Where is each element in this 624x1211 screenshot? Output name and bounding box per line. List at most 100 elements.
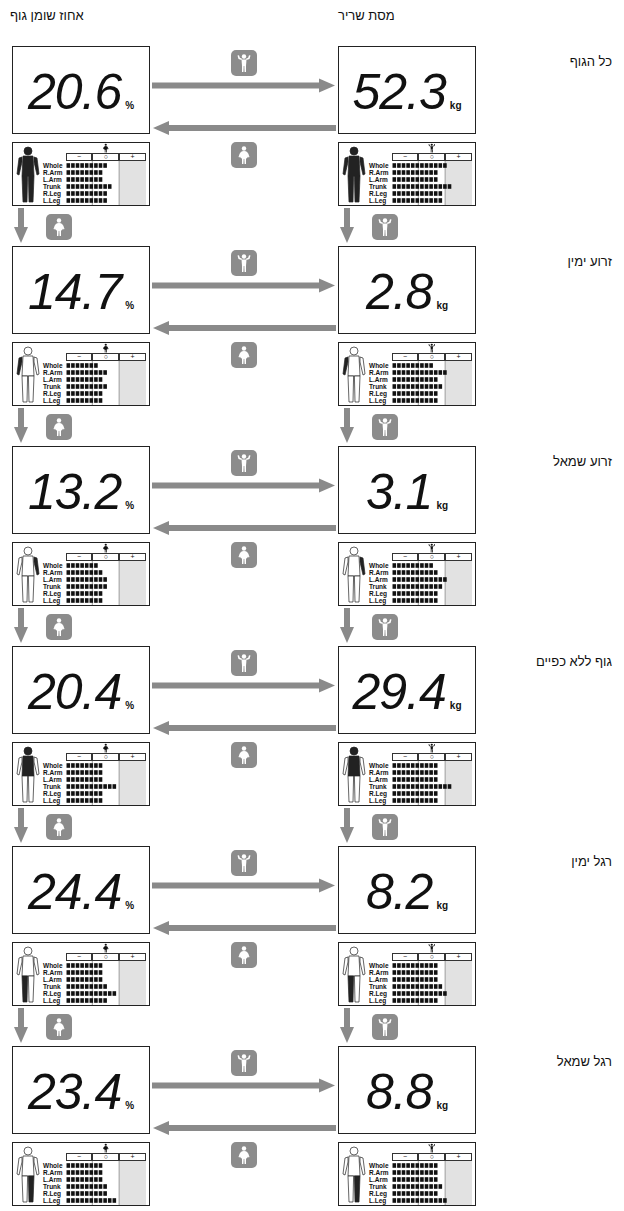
- bar-segment: [420, 998, 424, 1003]
- label-slot: אחוז שומן גוף: [10, 6, 84, 24]
- scale-header: −○+: [392, 753, 472, 761]
- bar-segment: [80, 370, 84, 375]
- scale-mark: ○: [418, 953, 445, 961]
- bar-segment: [76, 798, 80, 803]
- button-face: [231, 850, 257, 876]
- bar-segment: [76, 770, 80, 775]
- flow-arrow: [165, 1125, 336, 1131]
- bar-segment: [429, 770, 433, 775]
- lcd-display: 24.4%: [12, 846, 150, 934]
- bar-segment: [439, 984, 443, 989]
- bar-segment: [429, 377, 433, 382]
- bar-segment: [90, 991, 94, 996]
- bar-segment: [71, 1184, 75, 1189]
- bar-segment: [406, 198, 410, 203]
- bar-segment: [434, 1191, 438, 1196]
- segment-panel: WholeR.ArmL.ArmTrunkR.LegL.Leg−○+: [338, 742, 476, 806]
- bar-segment: [76, 970, 80, 975]
- bar-segment: [85, 163, 89, 168]
- bar-segment: [67, 1184, 71, 1189]
- figure-head: [24, 1147, 32, 1155]
- bar-segment: [85, 1163, 89, 1168]
- bar-segment: [67, 570, 71, 575]
- bar-segment: [434, 784, 438, 789]
- bar-segment: [434, 1170, 438, 1175]
- button-figure: [238, 454, 251, 472]
- bar-segment: [71, 784, 75, 789]
- button-figure: [379, 218, 392, 236]
- bar-segment: [429, 163, 433, 168]
- bar-segment: [406, 598, 410, 603]
- segment-label: R.Leg: [43, 790, 61, 797]
- button-figure: [239, 946, 250, 964]
- segment-label: Whole: [43, 562, 63, 569]
- segment-label: R.Arm: [369, 569, 389, 576]
- segment-label: R.Leg: [369, 190, 387, 197]
- bar-segment: [94, 391, 98, 396]
- bar-segment: [429, 1170, 433, 1175]
- bar-segment: [416, 970, 420, 975]
- button-icon: [372, 614, 398, 640]
- bar-segment: [94, 1177, 98, 1182]
- bar-segment: [80, 991, 84, 996]
- button-icon: [46, 414, 72, 440]
- segment-label-column: WholeR.ArmL.ArmTrunkR.LegL.Leg: [369, 1162, 389, 1204]
- bar-segment: [393, 370, 397, 375]
- bar-segment: [406, 363, 410, 368]
- segment-label: L.Arm: [369, 376, 388, 383]
- bar-segment: [443, 370, 447, 375]
- bar-segment: [429, 598, 433, 603]
- bar-segment: [94, 363, 98, 368]
- bar-segment: [443, 184, 447, 189]
- figure-part: [22, 956, 34, 976]
- bar-segment: [76, 991, 80, 996]
- bar-segment: [94, 1184, 98, 1189]
- bar-segment: [67, 163, 71, 168]
- segment-label: R.Arm: [369, 969, 389, 976]
- button-icon: [231, 1050, 257, 1076]
- bar-segment: [99, 984, 103, 989]
- bar-segment: [425, 391, 429, 396]
- bar-segment: [71, 1177, 75, 1182]
- scale-line: [119, 361, 120, 405]
- bar-segment: [416, 977, 420, 982]
- button-icon: [231, 542, 257, 568]
- bar-segment: [85, 1170, 89, 1175]
- bar-segment: [416, 163, 420, 168]
- bar-segment: [76, 784, 80, 789]
- bar-segment: [420, 591, 424, 596]
- figure-part: [360, 557, 365, 575]
- bar-segment: [429, 791, 433, 796]
- bar-segment: [434, 798, 438, 803]
- readout: 3.1kg: [366, 467, 448, 517]
- segment-label: R.Arm: [369, 369, 389, 376]
- label-slot: רגל שמאל: [557, 1052, 612, 1070]
- readout: 14.7%: [28, 267, 134, 317]
- bar-segment: [425, 598, 429, 603]
- bar-segment: [90, 1163, 94, 1168]
- bar-segment: [67, 777, 71, 782]
- bar-segment: [406, 191, 410, 196]
- bar-segment: [393, 391, 397, 396]
- bar-segment: [393, 1198, 397, 1203]
- scale-band: [119, 961, 146, 1005]
- bar-segment: [90, 363, 94, 368]
- bar-segment: [434, 184, 438, 189]
- figure-part: [354, 576, 360, 602]
- bar-segment: [411, 763, 415, 768]
- flow-arrow: [152, 283, 323, 289]
- scale-mark: −: [66, 753, 93, 761]
- bar-segment: [434, 991, 438, 996]
- bar-segment: [411, 563, 415, 568]
- bar-segment: [429, 363, 433, 368]
- bar-segment: [103, 984, 107, 989]
- bar-segment: [67, 377, 71, 382]
- bar-segment: [434, 763, 438, 768]
- bar-segment: [402, 1184, 406, 1189]
- bar-segment: [434, 791, 438, 796]
- button-face: [46, 814, 72, 840]
- segment-panel: WholeR.ArmL.ArmTrunkR.LegL.Leg−○+: [338, 542, 476, 606]
- bar-segment: [103, 577, 107, 582]
- figure-part: [354, 776, 360, 802]
- bar-segment: [80, 977, 84, 982]
